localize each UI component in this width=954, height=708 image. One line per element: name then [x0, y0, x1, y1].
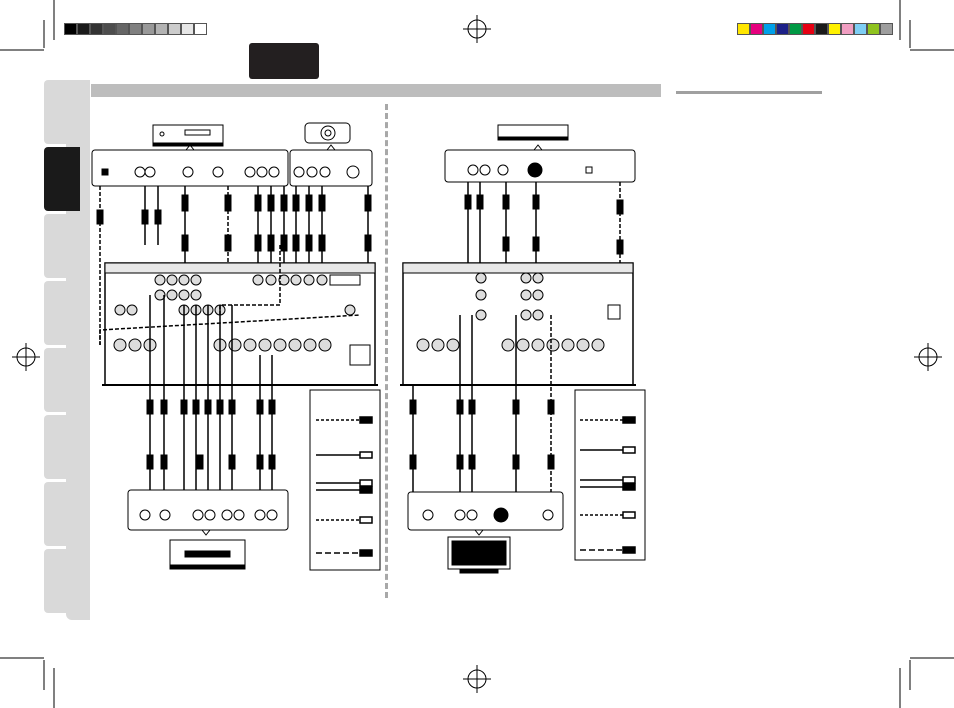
side-tab-4[interactable] [44, 281, 80, 345]
legend-cables [316, 416, 373, 557]
left-connection-diagram [91, 122, 381, 571]
color-swatch-5 [802, 23, 815, 35]
gray-swatch-0 [64, 23, 77, 35]
side-tab-5[interactable] [44, 348, 80, 412]
gray-swatch-9 [181, 23, 194, 35]
color-swatch-0 [737, 23, 750, 35]
gray-swatch-7 [155, 23, 168, 35]
tv-monitor-icon [447, 536, 511, 574]
side-tab-3[interactable] [44, 214, 80, 278]
color-calibration-strip [737, 23, 893, 35]
gray-swatch-3 [103, 23, 116, 35]
color-swatch-9 [854, 23, 867, 35]
gray-calibration-strip [64, 23, 207, 35]
registration-target-right [914, 343, 942, 371]
gray-swatch-8 [168, 23, 181, 35]
legend-cables-right [580, 416, 636, 554]
column-divider [385, 104, 388, 598]
cable-legend-right [574, 389, 646, 561]
section-header-bar [91, 84, 661, 97]
side-tab-1[interactable] [44, 80, 80, 144]
side-tabs [44, 80, 80, 616]
set-top-box-icon [497, 124, 569, 141]
color-swatch-8 [841, 23, 854, 35]
column-rule [676, 91, 822, 94]
projector-icon [304, 122, 351, 144]
gray-swatch-1 [77, 23, 90, 35]
side-tab-6[interactable] [44, 415, 80, 479]
side-tab-2[interactable] [44, 147, 80, 211]
gray-swatch-2 [90, 23, 103, 35]
color-swatch-4 [789, 23, 802, 35]
color-swatch-7 [828, 23, 841, 35]
gray-swatch-4 [116, 23, 129, 35]
color-swatch-2 [763, 23, 776, 35]
color-swatch-3 [776, 23, 789, 35]
registration-target-bottom [463, 665, 491, 693]
gray-swatch-5 [129, 23, 142, 35]
color-swatch-10 [867, 23, 880, 35]
gray-swatch-6 [142, 23, 155, 35]
registration-target-top [463, 15, 491, 43]
right-connection-diagram [400, 124, 646, 574]
color-swatch-6 [815, 23, 828, 35]
recorder-icon [169, 539, 246, 570]
registration-target-left [12, 343, 40, 371]
side-tab-8[interactable] [44, 549, 80, 613]
color-swatch-1 [750, 23, 763, 35]
dvd-player-icon [152, 124, 224, 147]
side-tab-7[interactable] [44, 482, 80, 546]
language-tab [249, 43, 319, 79]
receiver-rear-panel-right [402, 262, 634, 386]
color-swatch-11 [880, 23, 893, 35]
gray-swatch-10 [194, 23, 207, 35]
tv-input-panel [407, 491, 564, 531]
